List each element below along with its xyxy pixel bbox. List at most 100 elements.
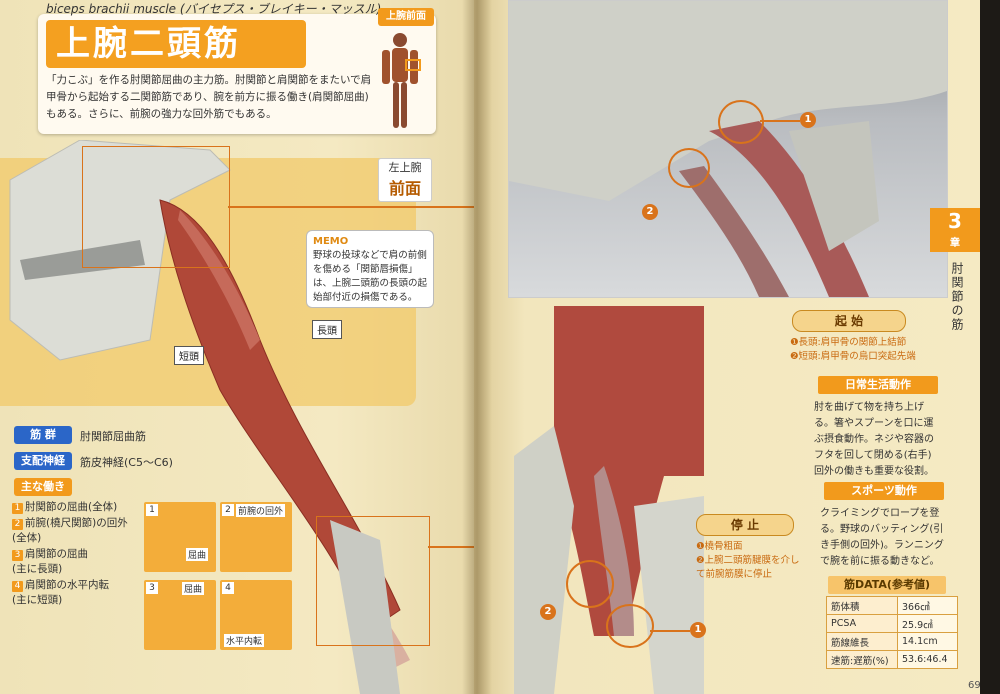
marker-1: 1 bbox=[800, 112, 816, 128]
muscle-illustration bbox=[9, 140, 410, 694]
memo-text: 野球の投球などで肩の前側を傷める「関節唇損傷」は、上腕二頭筋の長頭の起始部付近の… bbox=[313, 250, 428, 303]
movement-panel-2: 2 前腕の回外 bbox=[220, 502, 292, 572]
info-label-nerve: 支配神経 bbox=[14, 452, 72, 470]
function-text: 肩関節の水平内転 bbox=[25, 578, 109, 591]
view-label-side: 左上腕 bbox=[388, 161, 422, 174]
data-key: 筋体積 bbox=[826, 596, 898, 615]
data-key: 速筋:遅筋(%) bbox=[826, 650, 898, 669]
function-text: 前腕(橈尺関節)の回外 bbox=[25, 516, 128, 529]
panel-label: 屈曲 bbox=[182, 582, 205, 595]
connector-line bbox=[428, 546, 478, 548]
insertion-marker-circle bbox=[606, 604, 654, 648]
label-short-head: 短頭 bbox=[174, 346, 204, 365]
info-value-nerve: 筋皮神経(C5～C6) bbox=[80, 456, 173, 469]
data-value: 366㎤ bbox=[897, 596, 958, 615]
marker-line bbox=[760, 120, 800, 122]
marker-1: 1 bbox=[690, 622, 706, 638]
marker-2: 2 bbox=[642, 204, 658, 220]
daily-text: 肘を曲げて物を持ち上げる。箸やスプーンを口に運ぶ摂食動作。ネジや容器のフタを回し… bbox=[814, 402, 934, 477]
movement-panel-1: 1 屈曲 bbox=[144, 502, 216, 572]
functions-label: 主な働き bbox=[14, 478, 72, 496]
function-number: 4 bbox=[12, 580, 23, 592]
shoulder-closeup-image bbox=[508, 0, 948, 298]
info-value-muscle-group: 肘関節屈曲筋 bbox=[80, 430, 146, 443]
movement-panel-3: 3 屈曲 bbox=[144, 580, 216, 650]
left-page: biceps brachii muscle (バイセプス・ブレイキー・マッスル)… bbox=[0, 0, 478, 694]
panel-number: 4 bbox=[222, 582, 234, 594]
chapter-number: 3 bbox=[948, 209, 962, 233]
list-item: (全体) bbox=[12, 531, 147, 547]
panel-number: 2 bbox=[222, 504, 234, 516]
view-label: 左上腕 前面 bbox=[378, 158, 432, 202]
chapter-label: 章 bbox=[950, 238, 960, 249]
function-text: (主に短頭) bbox=[12, 594, 63, 606]
panel-label: 水平内転 bbox=[224, 634, 265, 647]
english-title: biceps brachii muscle (バイセプス・ブレイキー・マッスル) bbox=[46, 2, 382, 16]
insertion-marker-circle bbox=[566, 560, 614, 608]
panel-number: 3 bbox=[146, 582, 158, 594]
function-number: 3 bbox=[12, 549, 23, 561]
sports-heading: スポーツ動作 bbox=[824, 482, 944, 500]
list-item: (主に長頭) bbox=[12, 562, 147, 578]
page-number: 69 bbox=[968, 680, 980, 691]
book-gutter bbox=[462, 0, 492, 694]
function-text: (主に長頭) bbox=[12, 563, 63, 575]
memo-box: MEMO 野球の投球などで肩の前側を傷める「関節唇損傷」は、上腕二頭筋の長頭の起… bbox=[306, 230, 434, 308]
chapter-title: 肘関節の筋 bbox=[950, 262, 964, 332]
data-value: 14.1cm bbox=[897, 632, 958, 651]
origin-list: ❶長頭:肩甲骨の関節上結節 ❷短頭:肩甲骨の烏口突起先端 bbox=[790, 336, 940, 364]
panel-number: 1 bbox=[146, 504, 158, 516]
daily-heading: 日常生活動作 bbox=[818, 376, 938, 394]
label-long-head: 長頭 bbox=[312, 320, 342, 339]
origin-marker-circle bbox=[668, 148, 710, 188]
function-text: 肩関節の屈曲 bbox=[25, 547, 88, 560]
marker-line bbox=[650, 630, 690, 632]
chapter-tab[interactable]: 3 章 bbox=[930, 208, 980, 252]
data-value: 25.9㎠ bbox=[897, 614, 958, 633]
sports-text: クライミングでロープを登る。野球のバッティング(引き手側の回外)。ランニングで腕… bbox=[820, 508, 944, 567]
insertion-highlight-frame bbox=[316, 516, 430, 646]
data-key: PCSA bbox=[826, 614, 898, 633]
list-item: ❶長頭:肩甲骨の関節上結節 bbox=[790, 337, 907, 348]
body-figure-icon bbox=[382, 33, 421, 128]
list-item: ❷上腕二頭筋腱膜を介して前腕筋膜に停止 bbox=[696, 555, 800, 580]
origin-marker-circle bbox=[718, 100, 764, 144]
info-label-muscle-group: 筋 群 bbox=[14, 426, 72, 444]
right-page: 1 2 2 1 3 章 肘関節の筋 起 始 ❶長頭:肩甲骨の関節上結節 ❷短頭:… bbox=[474, 0, 980, 694]
insertion-heading: 停 止 bbox=[696, 514, 794, 536]
function-text: (全体) bbox=[12, 532, 42, 544]
connector-line bbox=[228, 206, 478, 208]
origin-heading: 起 始 bbox=[792, 310, 906, 332]
function-text: 肘関節の屈曲(全体) bbox=[25, 501, 118, 513]
insertion-list: ❶橈骨粗面 ❷上腕二頭筋腱膜を介して前腕筋膜に停止 bbox=[696, 540, 806, 582]
panel-label: 前腕の回外 bbox=[236, 504, 286, 517]
list-item: ❶橈骨粗面 bbox=[696, 541, 743, 552]
panel-label: 屈曲 bbox=[186, 548, 209, 561]
origin-highlight-frame bbox=[82, 146, 230, 268]
list-item: (主に短頭) bbox=[12, 593, 147, 609]
data-key: 筋線維長 bbox=[826, 632, 898, 651]
table-row: 速筋:遅筋(%)53.6:46.4 bbox=[826, 650, 958, 669]
marker-2: 2 bbox=[540, 604, 556, 620]
elbow-closeup-image bbox=[514, 306, 704, 694]
page-title: 上腕二頭筋 bbox=[46, 20, 306, 68]
function-number: 1 bbox=[12, 503, 23, 514]
list-item: ❷短頭:肩甲骨の烏口突起先端 bbox=[790, 351, 916, 362]
data-value: 53.6:46.4 bbox=[897, 650, 958, 669]
view-label-face: 前面 bbox=[388, 179, 421, 198]
region-badge: 上腕前面 bbox=[378, 8, 434, 26]
memo-title: MEMO bbox=[313, 236, 349, 247]
data-heading: 筋DATA(参考値) bbox=[828, 576, 946, 594]
function-number: 2 bbox=[12, 518, 23, 530]
movement-panel-4: 4 水平内転 bbox=[220, 580, 292, 650]
description: 「力こぶ」を作る肘関節屈曲の主力筋。肘関節と肩関節をまたいで肩甲骨から起始する二… bbox=[46, 74, 372, 120]
